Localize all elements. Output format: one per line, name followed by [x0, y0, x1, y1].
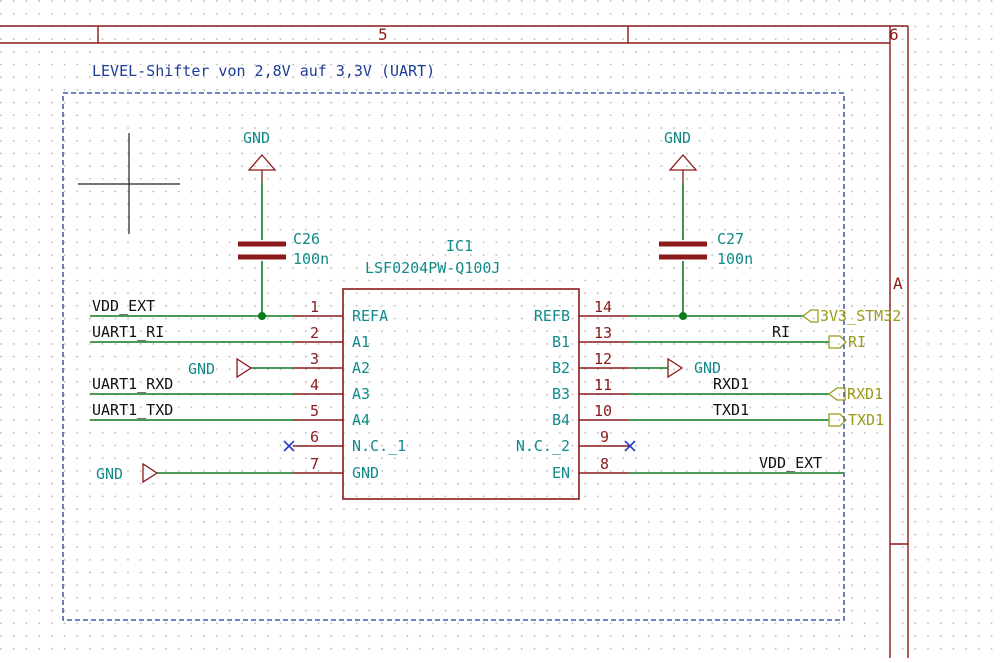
pin-number-13: 13: [594, 324, 612, 342]
gnd-symbol-b2[interactable]: [667, 357, 684, 379]
global-label-3v3-shape[interactable]: [801, 309, 819, 323]
ic1-right-pins: [579, 315, 629, 474]
gnd-symbol-pin7[interactable]: [142, 462, 159, 484]
c27-value: 100n: [717, 250, 753, 268]
net-label-uart1-txd[interactable]: UART1_TXD: [92, 401, 173, 419]
gnd-label-c27: GND: [664, 129, 691, 147]
net-label-vdd-ext-right[interactable]: VDD_EXT: [759, 454, 822, 472]
global-label-txd1-shape[interactable]: [828, 413, 847, 427]
group-box[interactable]: [62, 92, 845, 621]
gnd-label-c26: GND: [243, 129, 270, 147]
pin-name-gnd: GND: [352, 464, 379, 482]
gnd-label-pin7: GND: [96, 465, 123, 483]
no-connect-pin6[interactable]: [283, 440, 295, 452]
cursor-crosshair: [78, 133, 180, 234]
global-label-rxd1[interactable]: RXD1: [847, 385, 883, 403]
frame-column-number-6: 6: [889, 25, 899, 44]
net-label-txd1[interactable]: TXD1: [713, 401, 749, 419]
pin-name-nc2: N.C._2: [516, 437, 570, 455]
pin-number-2: 2: [310, 324, 319, 342]
pin-name-b3: B3: [552, 385, 570, 403]
global-label-3v3-stm32[interactable]: 3V3_STM32: [820, 307, 901, 325]
global-label-ri-shape[interactable]: [828, 335, 847, 349]
pin-number-12: 12: [594, 350, 612, 368]
pin-number-14: 14: [594, 298, 612, 316]
pin-name-a2: A2: [352, 359, 370, 377]
gnd-symbol-a2[interactable]: [236, 357, 253, 379]
ic1-reference: IC1: [446, 237, 473, 255]
pin-number-4: 4: [310, 376, 319, 394]
capacitor-c26[interactable]: [238, 241, 286, 260]
frame-row-letter-a: A: [893, 274, 903, 293]
frame-column-number-5: 5: [378, 25, 388, 44]
capacitor-c27[interactable]: [659, 241, 707, 260]
net-label-rxd1[interactable]: RXD1: [713, 375, 749, 393]
no-connect-pin9[interactable]: [624, 440, 636, 452]
junction-3v3: [679, 312, 687, 320]
pin-name-a4: A4: [352, 411, 370, 429]
gnd-label-b2: GND: [694, 359, 721, 377]
ic1-value: LSF0204PW-Q100J: [365, 259, 500, 277]
pin-name-refb: REFB: [534, 307, 570, 325]
pin-number-11: 11: [594, 376, 612, 394]
pin-number-8: 8: [600, 455, 609, 473]
c26-ref: C26: [293, 230, 320, 248]
pin-name-nc1: N.C._1: [352, 437, 406, 455]
net-label-uart1-ri[interactable]: UART1_RI: [92, 323, 164, 341]
global-label-txd1[interactable]: TXD1: [848, 411, 884, 429]
junction-vdd-ext: [258, 312, 266, 320]
net-label-uart1-rxd[interactable]: UART1_RXD: [92, 375, 173, 393]
pin-name-en: EN: [552, 464, 570, 482]
pin-number-5: 5: [310, 402, 319, 420]
pin-name-a1: A1: [352, 333, 370, 351]
pin-name-refa: REFA: [352, 307, 388, 325]
group-title: LEVEL-Shifter von 2,8V auf 3,3V (UART): [92, 62, 435, 80]
pin-name-a3: A3: [352, 385, 370, 403]
pin-number-7: 7: [310, 455, 319, 473]
pin-number-6: 6: [310, 428, 319, 446]
pin-name-b1: B1: [552, 333, 570, 351]
pin-number-1: 1: [310, 298, 319, 316]
c27-ref: C27: [717, 230, 744, 248]
pin-name-b2: B2: [552, 359, 570, 377]
global-label-ri[interactable]: RI: [848, 333, 866, 351]
net-label-ri[interactable]: RI: [772, 323, 790, 341]
net-label-vdd-ext-left[interactable]: VDD_EXT: [92, 297, 155, 315]
c26-value: 100n: [293, 250, 329, 268]
pin-number-9: 9: [600, 428, 609, 446]
pin-name-b4: B4: [552, 411, 570, 429]
gnd-label-a2: GND: [188, 360, 215, 378]
global-label-rxd1-shape[interactable]: [827, 387, 846, 401]
pin-number-3: 3: [310, 350, 319, 368]
pin-number-10: 10: [594, 402, 612, 420]
ic1-left-pins: [293, 315, 343, 474]
sheet-frame: [0, 25, 909, 658]
